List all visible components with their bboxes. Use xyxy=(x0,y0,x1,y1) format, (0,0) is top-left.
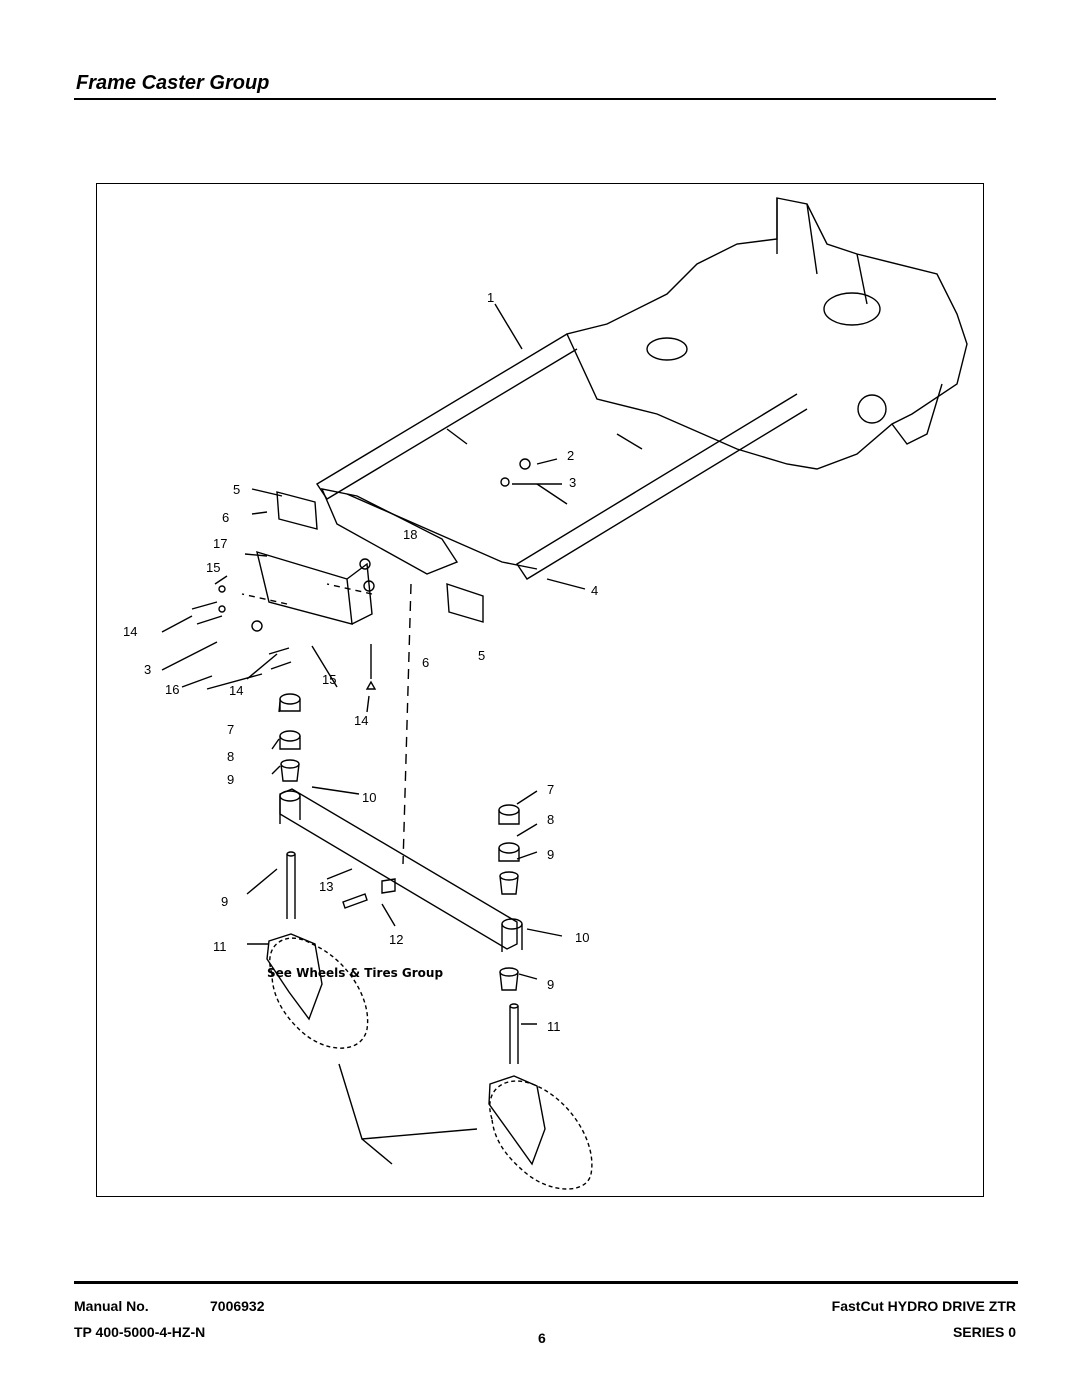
rear-frame-outline xyxy=(566,197,968,470)
callout-9c: 9 xyxy=(221,894,228,909)
callout-8: 8 xyxy=(227,749,234,764)
callout-3: 3 xyxy=(569,475,576,490)
callout-6b: 6 xyxy=(422,655,429,670)
right-frame-rail xyxy=(516,393,808,580)
callout-11: 11 xyxy=(213,939,227,954)
callout-8b: 8 xyxy=(547,812,554,827)
page-title: Frame Caster Group xyxy=(76,72,270,94)
axle-support-bracket xyxy=(256,550,373,625)
callout-3b: 3 xyxy=(144,662,151,677)
front-axle xyxy=(279,788,518,950)
callout-5: 5 xyxy=(233,482,240,497)
caster-fork-left xyxy=(266,933,323,1021)
callout-14c: 14 xyxy=(354,713,368,728)
manual-label: Manual No. xyxy=(74,1298,149,1314)
callout-14b: 14 xyxy=(229,683,243,698)
caster-wheel-right xyxy=(489,1080,593,1190)
series-label: SERIES 0 xyxy=(952,1324,1016,1340)
front-crossmember xyxy=(320,488,459,575)
callout-18: 18 xyxy=(403,527,417,542)
callout-9d: 9 xyxy=(547,977,554,992)
wheels-tires-note: See Wheels & Tires Group xyxy=(267,966,444,980)
callout-7b: 7 xyxy=(547,782,554,797)
part-callouts: 1 2 3 4 5 6 17 18 15 14 3 16 14 15 6 5 1… xyxy=(123,290,598,1034)
callout-9: 9 xyxy=(227,772,234,787)
assembly-centerline xyxy=(402,583,412,865)
manual-number: 7006932 xyxy=(210,1298,265,1314)
caster-fork-right xyxy=(488,1075,546,1166)
callout-16: 16 xyxy=(165,682,179,697)
callout-12: 12 xyxy=(389,932,403,947)
title-divider xyxy=(74,98,996,100)
caster-mount-plate-right xyxy=(446,583,484,623)
callout-13: 13 xyxy=(319,879,333,894)
tp-code: TP 400-5000-4-HZ-N xyxy=(74,1324,206,1340)
exploded-parts-diagram: 1 2 3 4 5 6 17 18 15 14 3 16 14 15 6 5 1… xyxy=(123,197,968,1190)
caster-mount-plate-left xyxy=(276,491,318,530)
callout-10: 10 xyxy=(362,790,376,805)
callout-15b: 15 xyxy=(322,672,336,687)
callout-9b: 9 xyxy=(547,847,554,862)
callout-2: 2 xyxy=(567,448,574,463)
page-number: 6 xyxy=(538,1330,546,1346)
callout-6: 6 xyxy=(222,510,229,525)
callout-10b: 10 xyxy=(575,930,589,945)
parts-diagram-frame: 1 2 3 4 5 6 17 18 15 14 3 16 14 15 6 5 1… xyxy=(96,183,984,1197)
callout-5b: 5 xyxy=(478,648,485,663)
callout-17: 17 xyxy=(213,536,227,551)
callout-7: 7 xyxy=(227,722,234,737)
callout-15: 15 xyxy=(206,560,220,575)
callout-11b: 11 xyxy=(547,1019,561,1034)
callout-14: 14 xyxy=(123,624,137,639)
callout-4: 4 xyxy=(591,583,598,598)
caster-wheel-left xyxy=(269,937,369,1049)
product-name: FastCut HYDRO DRIVE ZTR xyxy=(831,1298,1016,1314)
footer-divider xyxy=(74,1281,1018,1284)
callout-1: 1 xyxy=(487,290,494,305)
left-frame-rail xyxy=(316,333,578,500)
